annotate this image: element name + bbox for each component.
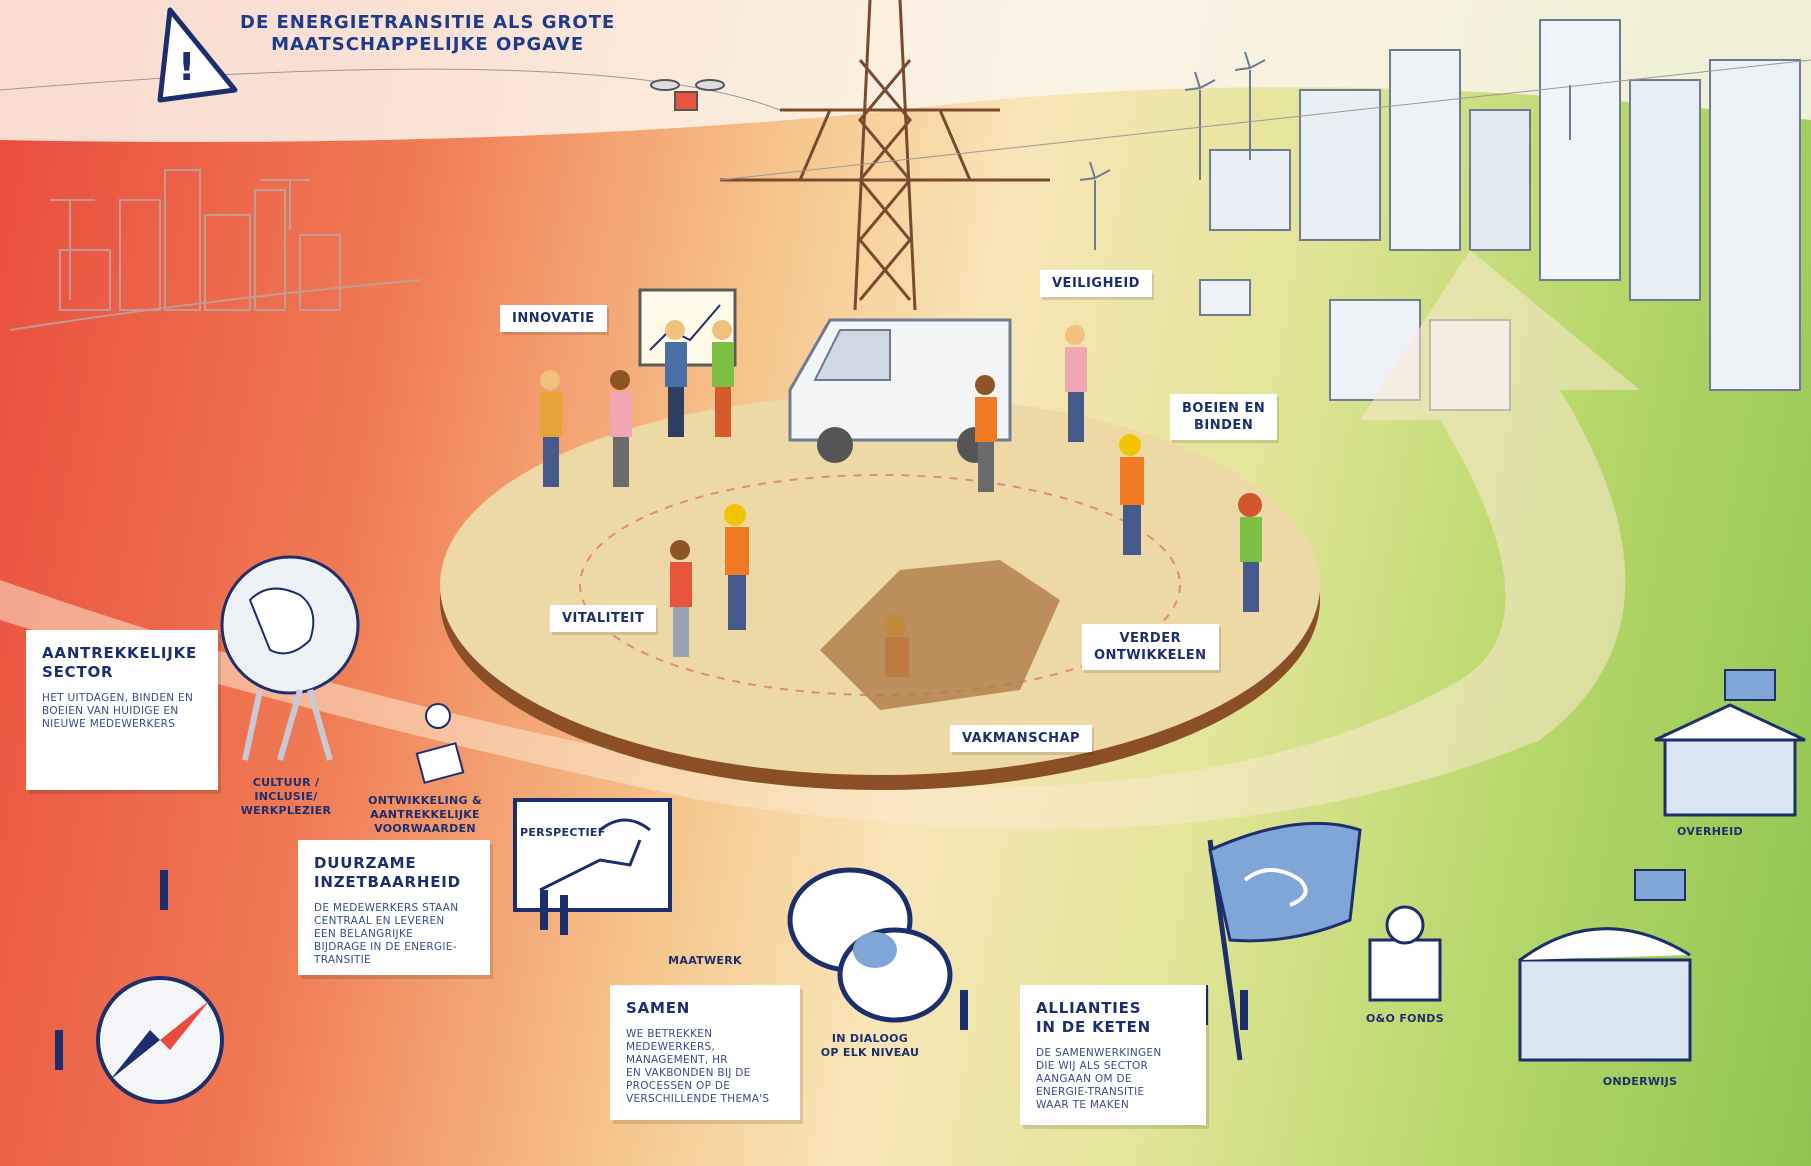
van-icon — [788, 318, 1012, 463]
card-body: WE BETREKKEN MEDEWERKERS, MANAGEMENT, HR… — [626, 1028, 770, 1105]
globe-icon — [220, 555, 360, 761]
speech-bubble-icon — [787, 867, 953, 1023]
label-boeien-en-binden: BOEIEN EN BINDEN — [1170, 394, 1278, 440]
fund-bag-icon — [1368, 905, 1442, 1002]
card-body: HET UITDAGEN, BINDEN EN BOEIEN VAN HUIDI… — [42, 692, 194, 730]
page-title: DE ENERGIETRANSITIE ALS GROTE MAATSCHAPP… — [240, 12, 616, 55]
card-title: SAMEN — [626, 999, 691, 1017]
card-duurzame-inzetbaarheid: DUURZAME INZETBAARHEID DE MEDEWERKERS ST… — [298, 840, 490, 975]
contract-icon — [415, 742, 465, 784]
card-title: DUURZAME INZETBAARHEID — [314, 854, 461, 891]
perspective-screen — [513, 798, 672, 912]
label-cultuur: CULTUUR / INCLUSIE/ WERKPLEZIER — [240, 776, 332, 817]
label-innovatie: INNOVATIE — [500, 305, 607, 332]
compass-icon — [96, 976, 224, 1104]
card-samen: SAMEN WE BETREKKEN MEDEWERKERS, MANAGEME… — [610, 985, 800, 1120]
central-platform — [440, 395, 1320, 775]
government-building — [1654, 703, 1806, 817]
handshake-flag-icon — [1207, 821, 1362, 1061]
label-perspectief: PERSPECTIEF — [520, 826, 606, 839]
label-veiligheid: VEILIGHEID — [1040, 270, 1152, 297]
label-oo-fonds: O&O FONDS — [1366, 1012, 1444, 1025]
card-aantrekkelijke-sector: AANTREKKELIJKE SECTOR HET UITDAGEN, BIND… — [26, 630, 218, 790]
warning-icon: ! — [157, 7, 238, 103]
svg-text:!: ! — [178, 45, 195, 89]
card-allianties: ALLIANTIES IN DE KETEN DE SAMENWERKINGEN… — [1020, 985, 1206, 1125]
label-ontwikkeling: ONTWIKKELING & AANTREKKELIJKE VOORWAARDE… — [368, 794, 482, 835]
drone-icon — [650, 79, 725, 111]
label-vitaliteit: VITALITEIT — [550, 605, 657, 632]
label-overheid: OVERHEID — [1677, 825, 1743, 838]
lightbulb-icon — [425, 703, 451, 729]
label-maatwerk: MAATWERK — [668, 954, 742, 967]
card-title: ALLIANTIES IN DE KETEN — [1036, 999, 1151, 1036]
card-body: DE MEDEWERKERS STAAN CENTRAAL EN LEVEREN… — [314, 902, 459, 966]
label-verder-ontwikkelen: VERDER ONTWIKKELEN — [1082, 624, 1219, 670]
label-onderwijs: ONDERWIJS — [1602, 1075, 1678, 1088]
label-vakmanschap: VAKMANSCHAP — [950, 725, 1093, 752]
card-title: AANTREKKELIJKE SECTOR — [42, 644, 198, 681]
arrow-path — [0, 250, 1640, 830]
dig-pit — [820, 560, 1060, 710]
school-building — [1518, 927, 1692, 1062]
label-dialoog: IN DIALOOG OP ELK NIVEAU — [820, 1032, 920, 1059]
card-body: DE SAMENWERKINGEN DIE WIJ ALS SECTOR AAN… — [1036, 1047, 1162, 1111]
left-skyline — [9, 169, 421, 331]
